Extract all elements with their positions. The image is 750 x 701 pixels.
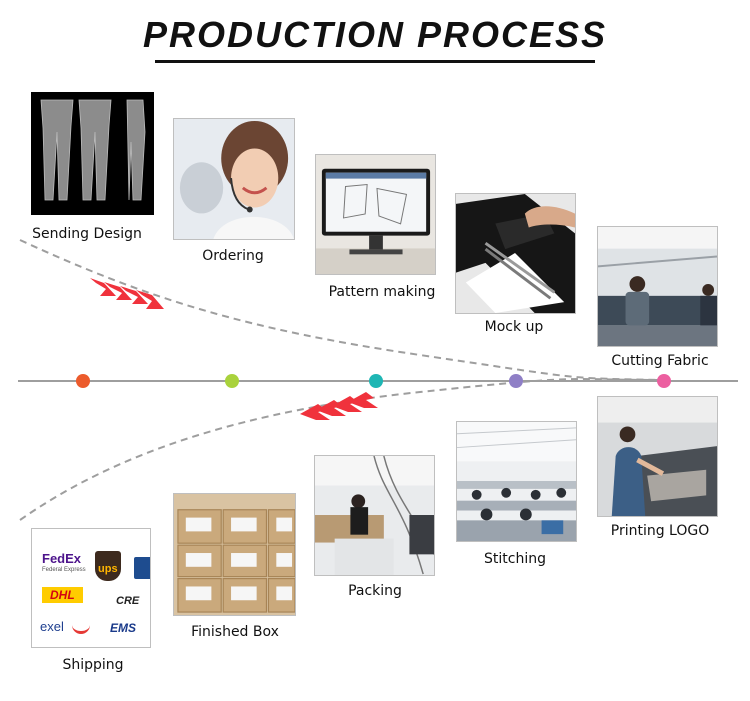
step-pattern-making-image: [315, 154, 436, 275]
step-shipping-image: FedEx Federal Express ups DHL CRE exel E…: [31, 528, 151, 648]
boxes-icon: [174, 494, 295, 615]
timeline-dot-1: [76, 374, 90, 388]
timeline-dot-3: [369, 374, 383, 388]
computer-pattern-icon: [316, 155, 435, 274]
step-printing-logo-image: [597, 396, 718, 517]
step-cutting-fabric-image: [597, 226, 718, 347]
backward-arrow-icon: [300, 392, 378, 420]
ems-logo: EMS: [110, 621, 137, 635]
step-sending-design-label: Sending Design: [32, 226, 142, 242]
ups-logo: ups: [98, 563, 118, 575]
step-mock-up-label: Mock up: [484, 319, 544, 335]
fedex-logo-text: FedEx: [42, 551, 82, 566]
iata-logo-icon: [134, 557, 150, 579]
leggings-design-icon: [40, 99, 146, 201]
cre-logo: CRE: [116, 595, 140, 607]
fedex-logo: FedEx: [42, 551, 81, 566]
sewing-workshop-icon: [457, 422, 576, 541]
timeline-dot-4: [509, 374, 523, 388]
step-stitching-label: Stitching: [484, 551, 546, 567]
step-finished-box-image: [173, 493, 296, 616]
exel-swoosh-icon: [72, 621, 90, 634]
step-sending-design-image: [31, 92, 154, 215]
packing-icon: [315, 456, 434, 575]
step-shipping-label: Shipping: [62, 657, 124, 673]
upper-flow-curve: [19, 239, 666, 381]
step-stitching-image: [456, 421, 577, 542]
step-finished-box-label: Finished Box: [191, 624, 279, 640]
step-ordering-label: Ordering: [202, 248, 264, 264]
cutting-machine-icon: [598, 227, 717, 346]
dhl-logo: DHL: [42, 587, 83, 603]
step-packing-label: Packing: [348, 583, 402, 599]
dhl-logo-text: DHL: [50, 588, 75, 602]
step-cutting-fabric-label: Cutting Fabric: [611, 353, 709, 369]
printing-icon: [598, 397, 717, 516]
step-ordering-image: [173, 118, 295, 240]
customer-service-icon: [174, 119, 294, 239]
exel-logo: exel: [40, 619, 64, 634]
step-printing-logo-label: Printing LOGO: [610, 523, 710, 539]
forward-arrow-icon: [90, 278, 164, 309]
step-mock-up-image: [455, 193, 576, 314]
step-packing-image: [314, 455, 435, 576]
lower-flow-curve: [19, 378, 666, 521]
page-title: PRODUCTION PROCESS: [142, 14, 608, 55]
fedex-logo-subtitle: Federal Express: [42, 567, 86, 573]
timeline-dot-2: [225, 374, 239, 388]
scissors-fabric-icon: [456, 194, 575, 313]
timeline-dot-5: [657, 374, 671, 388]
title-underline: [155, 60, 595, 63]
step-pattern-making-label: Pattern making: [328, 284, 436, 300]
ups-logo-shield-icon: [95, 551, 121, 581]
